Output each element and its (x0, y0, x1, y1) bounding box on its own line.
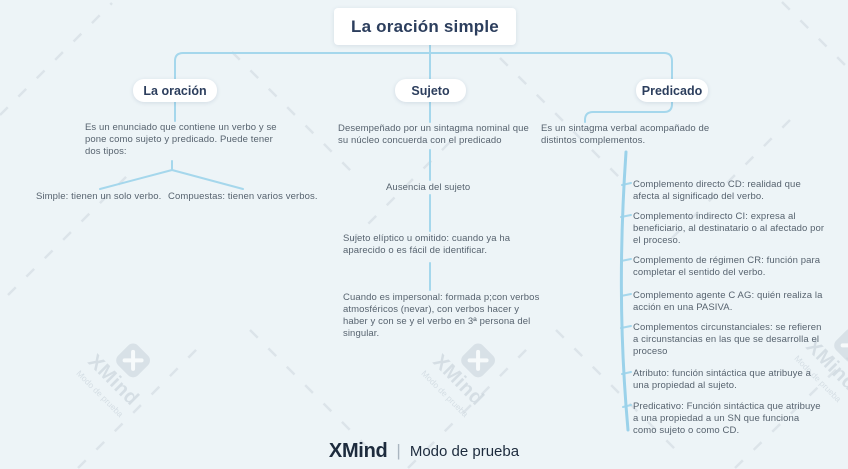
topic-label: Predicado (641, 83, 703, 98)
topic-predicado[interactable]: Predicado (636, 79, 708, 102)
xmind-logo-icon (461, 343, 495, 378)
predicado-child-ci[interactable]: Complemento indirecto CI: expresa al ben… (633, 211, 825, 246)
la-oracion-description[interactable]: Es un enunciado que contiene un verbo y … (85, 122, 277, 157)
topic-label: Sujeto (411, 83, 450, 98)
footer-brand: XMind (328, 439, 388, 462)
la-oracion-child-simple[interactable]: Simple: tienen un solo verbo. (36, 191, 162, 202)
topic-label: La oración (143, 83, 207, 98)
predicado-child-predicativo[interactable]: Predicativo: Función sintáctica que atri… (633, 401, 821, 436)
root-topic[interactable]: La oración simple (334, 8, 516, 45)
predicado-child-cr[interactable]: Complemento de régimen CR: función para … (633, 255, 821, 278)
predicado-child-circunstanciales[interactable]: Complementos circunstanciales: se refier… (633, 322, 822, 357)
footer-divider: | (396, 441, 401, 460)
watermark-mode: Modo de prueba (419, 368, 471, 420)
xmind-logo-icon (834, 328, 848, 363)
sujeto-description[interactable]: Desempeñado por un sintagma nominal que … (338, 123, 529, 146)
sujeto-child-impersonal[interactable]: Cuando es impersonal: formada p;con verb… (343, 292, 540, 339)
trial-watermark: XMind Modo de prueba (54, 307, 186, 439)
watermark-brand: XMind (428, 350, 489, 411)
predicado-child-atributo[interactable]: Atributo: función sintáctica que atribuy… (633, 368, 812, 391)
watermark-mode: Modo de prueba (74, 368, 126, 420)
predicado-description[interactable]: Es un sintagma verbal acompañado de dist… (541, 123, 710, 146)
sujeto-child-eliptico[interactable]: Sujeto elíptico u omitido: cuando ya ha … (343, 233, 511, 256)
predicado-child-cd[interactable]: Complemento directo CD: realidad que afe… (633, 179, 801, 202)
topic-sujeto[interactable]: Sujeto (395, 79, 466, 102)
footer-trial-mode: Modo de prueba (409, 442, 520, 460)
xmind-logo-icon (116, 343, 150, 378)
la-oracion-child-compuestas[interactable]: Compuestas: tienen varios verbos. (168, 191, 318, 202)
sujeto-child-ausencia[interactable]: Ausencia del sujeto (386, 182, 471, 193)
root-topic-label: La oración simple (351, 16, 499, 36)
predicado-child-cag[interactable]: Complemento agente C AG: quién realiza l… (633, 290, 823, 313)
watermark-brand: XMind (83, 350, 144, 411)
footer: XMind | Modo de prueba (0, 438, 848, 464)
topic-la-oracion[interactable]: La oración (133, 79, 217, 102)
